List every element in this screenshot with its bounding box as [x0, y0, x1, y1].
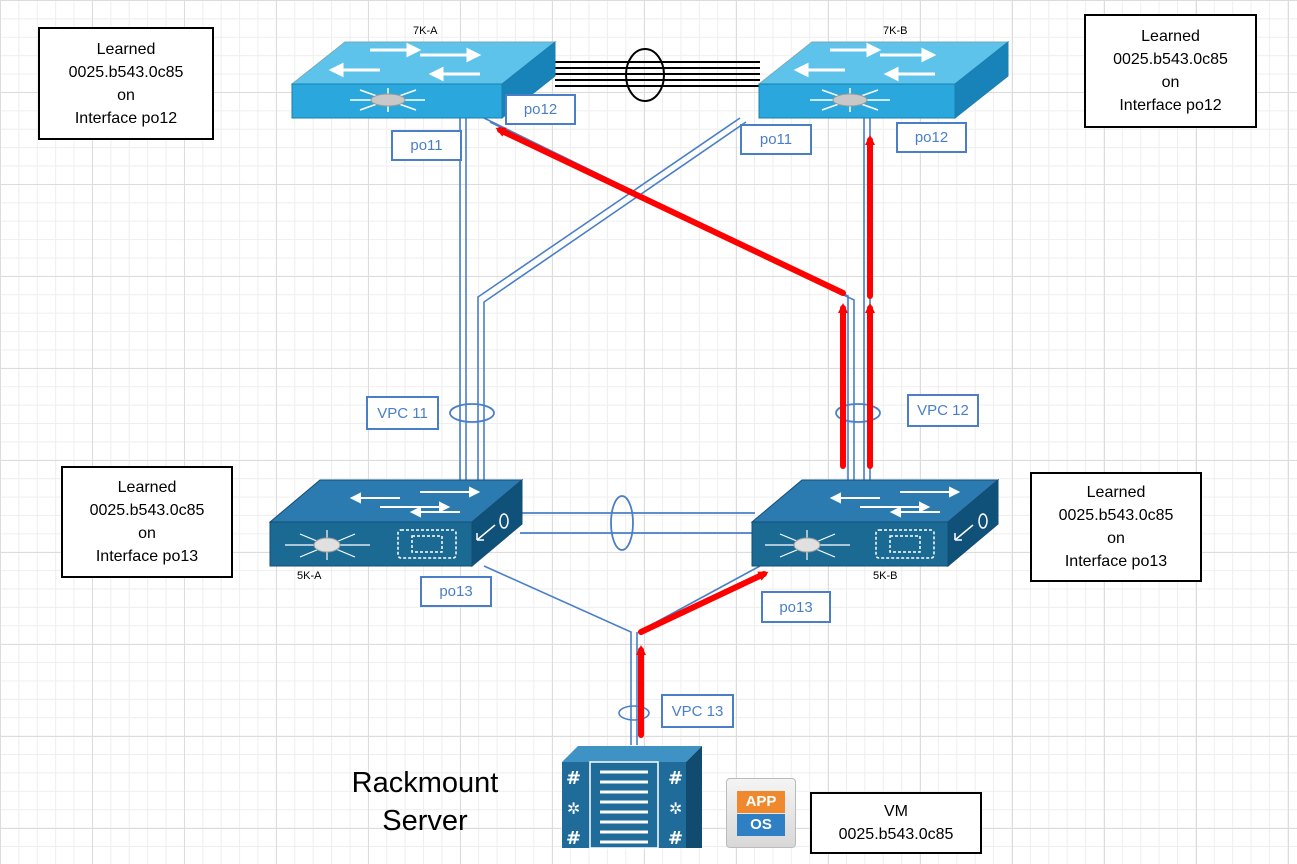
info-line: on: [1161, 74, 1180, 91]
link-5k-b-to-7k-a: [483, 117, 855, 482]
7k-peer-link: [555, 48, 760, 102]
vpc12-bundle-ring: [835, 403, 881, 423]
label-vpc13: VPC 13: [661, 694, 734, 728]
os-label: OS: [737, 814, 785, 836]
info-line: Learned: [1086, 484, 1146, 501]
device-name-7k-a: 7K-A: [413, 25, 438, 37]
switch-7k-b-icon: [757, 40, 1010, 120]
label-7k-b-po12: po12: [896, 122, 967, 153]
label-7k-b-po11: po11: [740, 124, 812, 155]
svg-text:#: #: [668, 768, 683, 789]
info-box-7k-a: Learned 0025.b543.0c85 on Interface po12: [38, 27, 214, 140]
info-line: Learned: [1141, 28, 1200, 45]
info-line: Learned: [96, 40, 156, 58]
info-line: on: [1107, 530, 1125, 547]
info-line: VM: [884, 803, 908, 820]
label-7k-a-po11: po11: [391, 130, 462, 161]
switch-5k-a-icon: [268, 478, 524, 568]
rackmount-server-icon: # # # # ✲ ✲: [562, 746, 702, 849]
svg-text:#: #: [566, 768, 581, 789]
label-5k-b-po13: po13: [761, 591, 831, 623]
info-line: Learned: [117, 479, 177, 496]
device-name-5k-a: 5K-A: [297, 570, 322, 582]
svg-text:✲: ✲: [669, 799, 682, 818]
label-7k-a-po12: po12: [505, 94, 576, 125]
info-line: Interface po12: [1119, 97, 1222, 114]
switch-5k-b-icon: [750, 478, 1000, 568]
app-label: APP: [737, 791, 785, 813]
server-label-line2: Server: [382, 805, 468, 837]
switch-7k-a-icon: [290, 40, 557, 120]
info-line: Interface po13: [95, 548, 199, 565]
device-name-7k-b: 7K-B: [883, 25, 908, 37]
link-5k-a-to-7k-a: [459, 118, 467, 482]
device-name-5k-b: 5K-B: [873, 570, 898, 582]
vpc11-bundle-ring: [449, 403, 495, 423]
5k-peer-link: [520, 495, 755, 551]
info-box-5k-b: Learned 0025.b543.0c85 on Interface po13: [1030, 472, 1202, 582]
label-vpc11: VPC 11: [366, 396, 439, 430]
traffic-path-arrows: [495, 127, 875, 738]
server-label: Rackmount Server: [340, 764, 510, 840]
info-box-vm: VM 0025.b543.0c85: [810, 792, 982, 854]
info-line: on: [117, 86, 135, 104]
info-line: Interface po13: [1064, 553, 1168, 570]
svg-text:#: #: [566, 828, 581, 849]
link-5k-a-to-7k-b: [477, 117, 747, 482]
info-line: Interface po12: [74, 109, 178, 127]
info-line: 0025.b543.0c85: [89, 502, 205, 519]
info-line: on: [138, 525, 156, 542]
server-label-line1: Rackmount: [351, 767, 499, 799]
svg-text:#: #: [668, 828, 683, 849]
info-box-7k-b: Learned 0025.b543.0c85 on Interface po12: [1084, 14, 1257, 128]
label-5k-a-po13: po13: [420, 576, 492, 607]
svg-text:✲: ✲: [567, 799, 580, 818]
app-os-icon: APP OS: [726, 778, 796, 848]
info-line: 0025.b543.0c85: [68, 63, 184, 81]
label-vpc12: VPC 12: [907, 394, 979, 427]
info-box-5k-a: Learned 0025.b543.0c85 on Interface po13: [61, 466, 233, 578]
info-line: 0025.b543.0c85: [1058, 507, 1174, 524]
info-line: 0025.b543.0c85: [1113, 51, 1228, 68]
info-line: 0025.b543.0c85: [838, 826, 954, 843]
